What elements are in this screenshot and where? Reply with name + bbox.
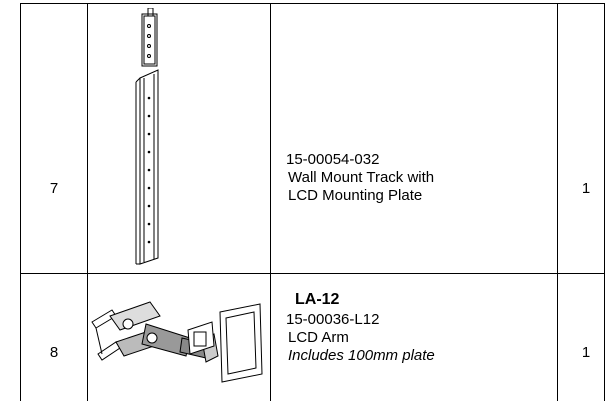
description-line: Wall Mount Track with bbox=[288, 169, 435, 186]
table-top-border bbox=[20, 3, 605, 4]
table-left-border bbox=[20, 3, 21, 401]
part-description: LA-12 15-00036-L12 LCD Arm Includes 100m… bbox=[286, 291, 435, 365]
part-number: 15-00036-L12 bbox=[286, 311, 380, 328]
track-holes-icon bbox=[147, 96, 151, 244]
col-divider-desc bbox=[270, 3, 271, 401]
item-number: 8 bbox=[49, 344, 59, 361]
wall-mount-track-illustration bbox=[135, 8, 159, 265]
model-name: LA-12 bbox=[295, 291, 340, 308]
item-number: 7 bbox=[49, 180, 59, 197]
mounting-plate-icon bbox=[141, 8, 158, 67]
quantity: 1 bbox=[581, 344, 591, 361]
col-divider-image bbox=[87, 3, 88, 401]
col-divider-qty bbox=[557, 3, 558, 401]
table-right-border bbox=[604, 3, 605, 401]
description-note: Includes 100mm plate bbox=[288, 347, 435, 364]
row-divider bbox=[20, 273, 605, 274]
part-number: 15-00054-032 bbox=[286, 151, 380, 168]
track-rail-icon bbox=[135, 69, 159, 265]
quantity: 1 bbox=[581, 180, 591, 197]
description-line: LCD Mounting Plate bbox=[288, 187, 423, 204]
lcd-arm-icon bbox=[91, 301, 263, 383]
description-line: LCD Arm bbox=[288, 329, 349, 346]
part-description: 15-00054-032 Wall Mount Track with LCD M… bbox=[286, 151, 434, 205]
lcd-arm-illustration bbox=[91, 301, 263, 383]
